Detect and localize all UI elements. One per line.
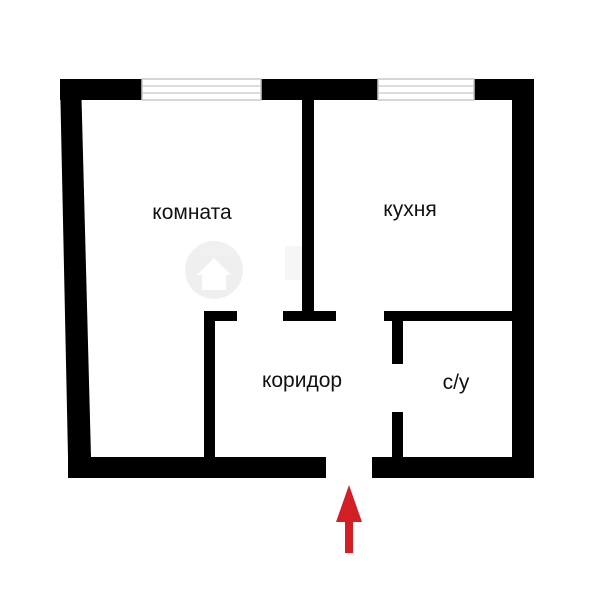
house-logo-icon	[185, 241, 307, 299]
wall-bottom-right	[372, 457, 534, 478]
wall-kitchen-stub	[283, 311, 336, 321]
interior-walls	[204, 98, 514, 459]
wall-top-middle	[261, 79, 378, 100]
wall-room-corridor	[204, 311, 215, 459]
wall-bottom-left	[68, 457, 326, 478]
room-label-kitchen: кухня	[383, 198, 437, 221]
room-label-corridor: коридор	[261, 369, 343, 392]
window-left	[141, 78, 262, 101]
room-label-bathroom: с/у	[442, 371, 470, 394]
wall-right	[512, 79, 534, 478]
wall-left	[60, 79, 91, 457]
wall-room-kitchen	[302, 98, 314, 314]
room-label-komnata: комната	[152, 201, 232, 224]
wall-bathroom-upper	[392, 311, 403, 364]
wall-bathroom-lower	[392, 412, 403, 459]
walls	[60, 79, 534, 478]
wall-room-corridor-top	[204, 311, 237, 321]
arrow-up-icon	[336, 485, 362, 553]
wall-kitchen-bathroom	[384, 311, 514, 321]
watermark-fragment	[285, 246, 307, 280]
window-right	[377, 78, 475, 101]
